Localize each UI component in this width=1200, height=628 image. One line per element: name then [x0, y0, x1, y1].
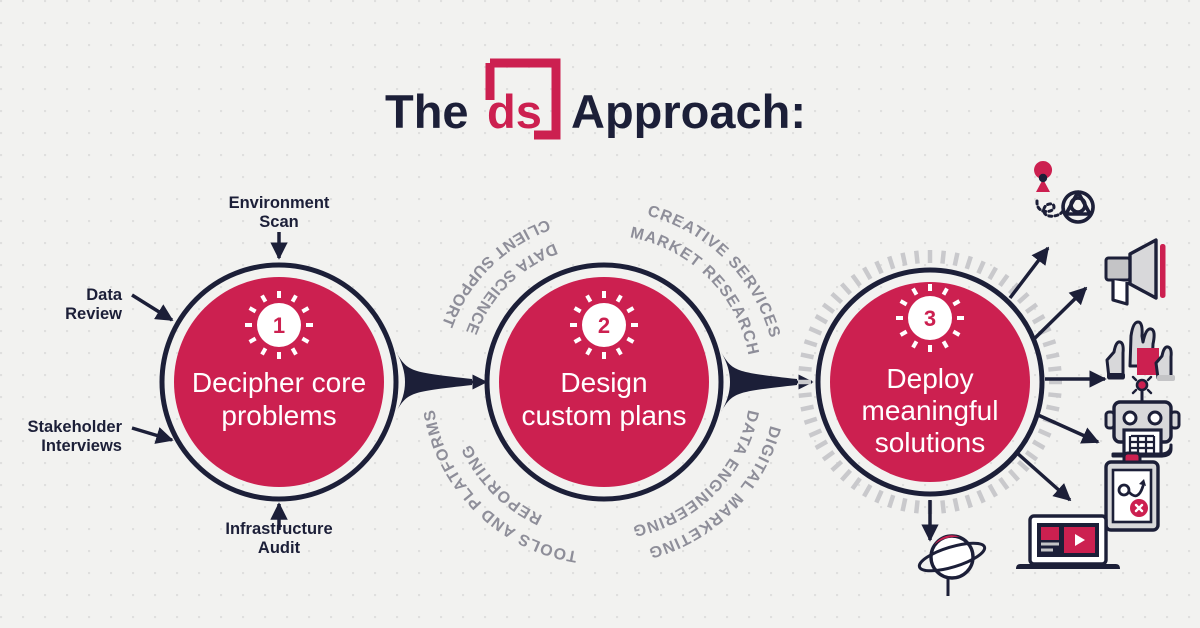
step-badge-3: 3 [896, 284, 964, 352]
input-label-infrastructure-audit-line1: Infrastructure [225, 520, 332, 538]
step-circle-3[interactable]: 3 Deploy meaningful solutions [815, 267, 1045, 497]
ds-logo-text: ds [487, 85, 542, 138]
step-number-1: 1 [273, 313, 285, 338]
step-number-2: 2 [598, 313, 610, 338]
connector-step1-step2 [396, 352, 488, 412]
laptop-media-icon [1016, 514, 1120, 569]
megaphone-icon [1104, 238, 1166, 306]
step-badge-2: 2 [570, 291, 638, 359]
input-label-data-review-line2: Review [65, 305, 122, 323]
planet-icon [917, 534, 987, 596]
arrow-output-strategy [1014, 450, 1072, 502]
arrow-output-automation [1037, 413, 1100, 444]
ds-logo: ds [485, 58, 561, 140]
input-label-stakeholder-interviews-line2: Interviews [41, 437, 122, 455]
map-pin-route-icon [1034, 161, 1095, 224]
title-before: The [385, 85, 469, 138]
output-arrows-group [921, 246, 1107, 542]
step-title-1-line2: problems [221, 400, 336, 431]
robot-icon [1104, 375, 1181, 458]
arrow-output-location [1008, 246, 1050, 300]
step-badge-1: 1 [245, 291, 313, 359]
input-label-environment-scan-line2: Scan [259, 213, 298, 231]
input-label-environment-scan-line1: Environment [229, 194, 330, 212]
step-circle-2[interactable]: 2 Design custom plans [484, 262, 724, 502]
title-after: Approach: [571, 85, 806, 138]
step-title-3-line3: solutions [875, 427, 986, 458]
clipboard-strategy-icon [1104, 451, 1160, 532]
arrow-data-review [131, 293, 174, 322]
step-number-3: 3 [924, 306, 936, 331]
arrow-stakeholder-interviews [131, 426, 174, 444]
input-label-stakeholder-interviews-line1: Stakeholder [28, 418, 123, 436]
page-title: The ds Approach: [385, 58, 806, 140]
step-title-1-line1: Decipher core [192, 367, 366, 398]
arrow-output-promotion [1031, 286, 1088, 342]
step-title-2-line2: custom plans [522, 400, 687, 431]
raised-hands-icon [1105, 320, 1175, 381]
step-circle-1[interactable]: 1 Decipher core problems [159, 262, 399, 502]
step-title-2-line1: Design [560, 367, 647, 398]
step-title-3-line1: Deploy [886, 363, 973, 394]
input-label-infrastructure-audit-line2: Audit [258, 539, 301, 557]
input-label-data-review-line1: Data [86, 286, 123, 304]
step-title-3-line2: meaningful [862, 395, 999, 426]
inputs-group: Environment Scan Data Review Stakeholder… [28, 194, 333, 557]
